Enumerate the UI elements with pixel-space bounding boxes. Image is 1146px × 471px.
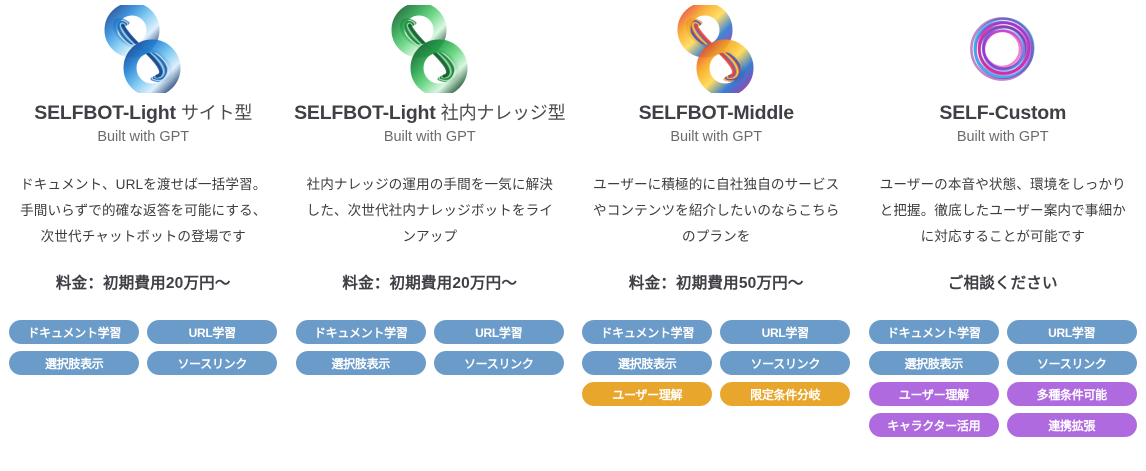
plan-description-line: 社内ナレッジの運用の手間を一気に解決 [306,177,553,193]
plan-price: 料金：初期費用20万円〜 [55,275,231,293]
plan-subtitle: Built with GPT [956,129,1049,146]
feature-tag[interactable]: 選択肢表示 [9,351,140,376]
plan-title-suffix: 社内ナレッジ型 [440,103,566,123]
plan-title-main: SELFBOT-Middle [638,102,795,124]
feature-tag[interactable]: ソースリンク [433,351,564,376]
swirl-s-logo-multicolor-icon [579,0,854,95]
feature-tag[interactable]: URL学習 [433,320,564,345]
plan-price: 料金：初期費用20万円〜 [342,275,518,293]
feature-tag[interactable]: ソースリンク [147,351,278,376]
plan-title: SELFBOT-Light サイト型 [6,102,281,124]
plan-subtitle: Built with GPT [670,129,763,146]
feature-tag[interactable]: ドキュメント学習 [295,320,426,345]
feature-tag[interactable]: URL学習 [720,320,851,345]
plan-description-line: ユーザーに積極的に自社独自のサービス [593,177,840,193]
feature-tag[interactable]: ユーザー理解 [868,382,999,407]
plan-description-line: ドキュメント、URLを渡せば一括学習。 [20,177,267,193]
plan-description-line: 次世代チャットボットの登場です [40,229,246,245]
feature-tag[interactable]: ユーザー理解 [582,382,713,407]
plan-feature-tags: ドキュメント学習 URL学習選択肢表示ソースリンクユーザー理解多種条件可能キャラク… [868,320,1137,438]
logo-glyph [969,16,1035,81]
feature-tag[interactable]: 多種条件可能 [1006,382,1137,407]
feature-tag[interactable]: 選択肢表示 [582,351,713,376]
plan-description-line: に対応することが可能です [920,229,1085,245]
feature-tag[interactable]: ドキュメント学習 [582,320,713,345]
plan-description: ユーザーの本音や状態、環境をしっかりと把握。徹底したユーザー案内で事細かに対応す… [869,172,1137,250]
plan-card-1: SELFBOT-Light サイト型 Built with GPT ドキュメント、U… [0,0,287,376]
feature-tag[interactable]: 選択肢表示 [295,351,426,376]
swirl-s-logo-green-icon [293,0,568,95]
plan-subtitle: Built with GPT [383,129,476,146]
plan-description: ユーザーに積極的に自社独自のサービスやコンテンツを紹介したいのならこちらのプラン… [582,172,850,250]
plan-title: SELF-Custom [866,102,1141,124]
feature-tag[interactable]: URL学習 [1006,320,1137,345]
plan-description-line: と把握。徹底したユーザー案内で事細か [879,203,1126,219]
plan-title-main: SELFBOT-Light [294,102,436,124]
feature-tag[interactable]: ドキュメント学習 [9,320,140,345]
plan-description-line: ユーザーの本音や状態、環境をしっかり [879,177,1126,193]
swirl-ring-logo-magenta-icon [866,0,1141,95]
feature-tag[interactable]: キャラクター活用 [868,413,999,438]
plan-feature-tags: ドキュメント学習 URL学習選択肢表示ソースリンク [9,320,278,376]
swirl-s-logo-blue-icon [6,0,281,95]
plan-description-line: やコンテンツを紹介したいのならこちら [593,203,840,219]
plan-price: 料金：初期費用50万円〜 [628,275,804,293]
plan-title-block: SELFBOT-Light 社内ナレッジ型 Built with GPT [293,102,568,147]
plan-description: ドキュメント、URLを渡せば一括学習。手間いらずで的確な返答を可能にする、次世代… [9,172,277,250]
plan-title-block: SELFBOT-Light サイト型 Built with GPT [6,102,281,147]
feature-tag[interactable]: 選択肢表示 [868,351,999,376]
plan-description-line: ンアップ [402,229,458,245]
plan-title-main: SELFBOT-Light [34,102,176,124]
plan-title: SELFBOT-Middle [579,102,854,124]
feature-tag[interactable]: 連携拡張 [1006,413,1137,438]
plan-title-suffix: サイト型 [180,103,253,123]
feature-tag[interactable]: ソースリンク [1006,351,1137,376]
feature-tag[interactable]: URL学習 [147,320,278,345]
feature-tag[interactable]: 限定条件分岐 [720,382,851,407]
plan-subtitle: Built with GPT [97,129,190,146]
plan-title: SELFBOT-Light 社内ナレッジ型 [293,102,568,124]
feature-tag[interactable]: ドキュメント学習 [868,320,999,345]
logo-glyph [677,4,754,93]
plan-card-2: SELFBOT-Light 社内ナレッジ型 Built with GPT 社内ナレッ… [287,0,574,376]
feature-tag[interactable]: ソースリンク [720,351,851,376]
plan-description: 社内ナレッジの運用の手間を一気に解決した、次世代社内ナレッジボットをラインアップ [296,172,564,250]
plan-title-main: SELF-Custom [939,102,1067,124]
plan-description-line: のプランを [682,229,751,245]
plan-description-line: 手間いらずで的確な返答を可能にする、 [20,203,267,219]
logo-glyph [104,4,181,93]
plan-feature-tags: ドキュメント学習 URL学習選択肢表示ソースリンク [295,320,564,376]
plan-feature-tags: ドキュメント学習 URL学習選択肢表示ソースリンクユーザー理解限定条件分岐 [582,320,851,407]
logo-glyph [391,4,468,93]
plan-description-line: した、次世代社内ナレッジボットをライ [306,203,553,219]
plan-price: ご相談ください [947,275,1058,293]
